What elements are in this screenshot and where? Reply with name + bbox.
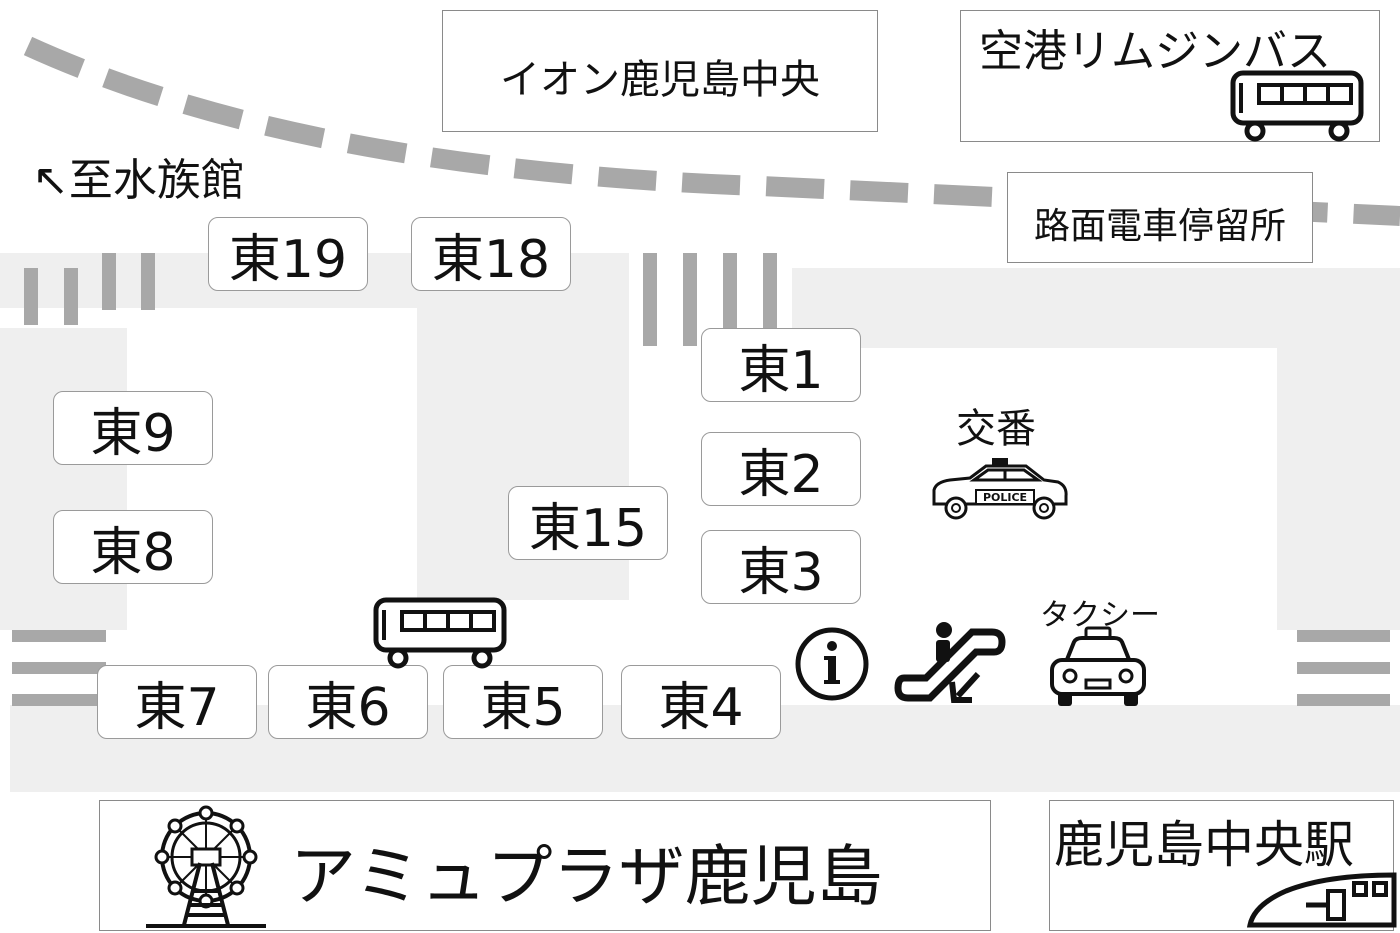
- crosswalk-stripe: [1297, 630, 1390, 642]
- crosswalk-stripe: [683, 253, 697, 346]
- crosswalk-stripe: [12, 662, 106, 674]
- station-box: 鹿児島中央駅: [1049, 800, 1397, 931]
- bus-stop-east-3[interactable]: 東3: [701, 530, 861, 604]
- aeon-label: イオン鹿児島中央: [500, 57, 820, 103]
- crosswalk-stripe: [763, 253, 777, 333]
- crosswalk-stripe: [723, 253, 737, 333]
- bus-stop-east-15[interactable]: 東15: [508, 486, 668, 560]
- bus-icon: [1230, 70, 1364, 142]
- aeon-box: イオン鹿児島中央: [442, 10, 878, 132]
- station-label: 鹿児島中央駅: [1054, 816, 1354, 874]
- bus-stop-east-7[interactable]: 東7: [97, 665, 257, 739]
- bus-stop-east-1[interactable]: 東1: [701, 328, 861, 402]
- crosswalk-stripe: [64, 268, 78, 325]
- bus-stop-east-5[interactable]: 東5: [443, 665, 603, 739]
- bus-stop-east-6[interactable]: 東6: [268, 665, 428, 739]
- crosswalk-stripe: [141, 253, 155, 310]
- crosswalk-stripe: [12, 694, 106, 706]
- bus-stop-east-8[interactable]: 東8: [53, 510, 213, 584]
- bus-stop-east-4[interactable]: 東4: [621, 665, 781, 739]
- crosswalk-stripe: [24, 268, 38, 325]
- police-car-icon: POLICE: [932, 458, 1068, 520]
- shinkansen-icon: [1246, 872, 1397, 928]
- amu-plaza-box: アミュプラザ鹿児島: [99, 800, 991, 931]
- information-icon[interactable]: [794, 626, 870, 702]
- limousine-box: 空港リムジンバス: [960, 10, 1380, 142]
- koban-label: 交番: [956, 406, 1036, 452]
- crosswalk-stripe: [1297, 694, 1390, 706]
- bus-stop-east-18[interactable]: 東18: [411, 217, 571, 291]
- aquarium-direction-label: ↖至水族館: [32, 155, 245, 206]
- crosswalk-stripe: [1297, 662, 1390, 674]
- limousine-label: 空港リムジンバス: [979, 26, 1331, 77]
- tram-stop-label: 路面電車停留所: [1033, 206, 1286, 247]
- bus-stop-east-19[interactable]: 東19: [208, 217, 368, 291]
- road-east: [1277, 348, 1400, 630]
- crosswalk-stripe: [102, 253, 116, 310]
- bus-stop-east-2[interactable]: 東2: [701, 432, 861, 506]
- ferris-wheel-icon: [146, 805, 266, 928]
- bus-stop-east-9[interactable]: 東9: [53, 391, 213, 465]
- tram-stop-box: 路面電車停留所: [1007, 172, 1313, 263]
- bus-icon: [373, 597, 507, 669]
- road-north-east: [792, 268, 1400, 348]
- police-car-text: POLICE: [983, 491, 1027, 504]
- crosswalk-stripe: [643, 253, 657, 346]
- crosswalk-stripe: [12, 630, 106, 642]
- amu-plaza-label: アミュプラザ鹿児島: [290, 838, 883, 915]
- taxi-icon: [1050, 626, 1146, 706]
- escalator-down-icon: [894, 622, 1006, 703]
